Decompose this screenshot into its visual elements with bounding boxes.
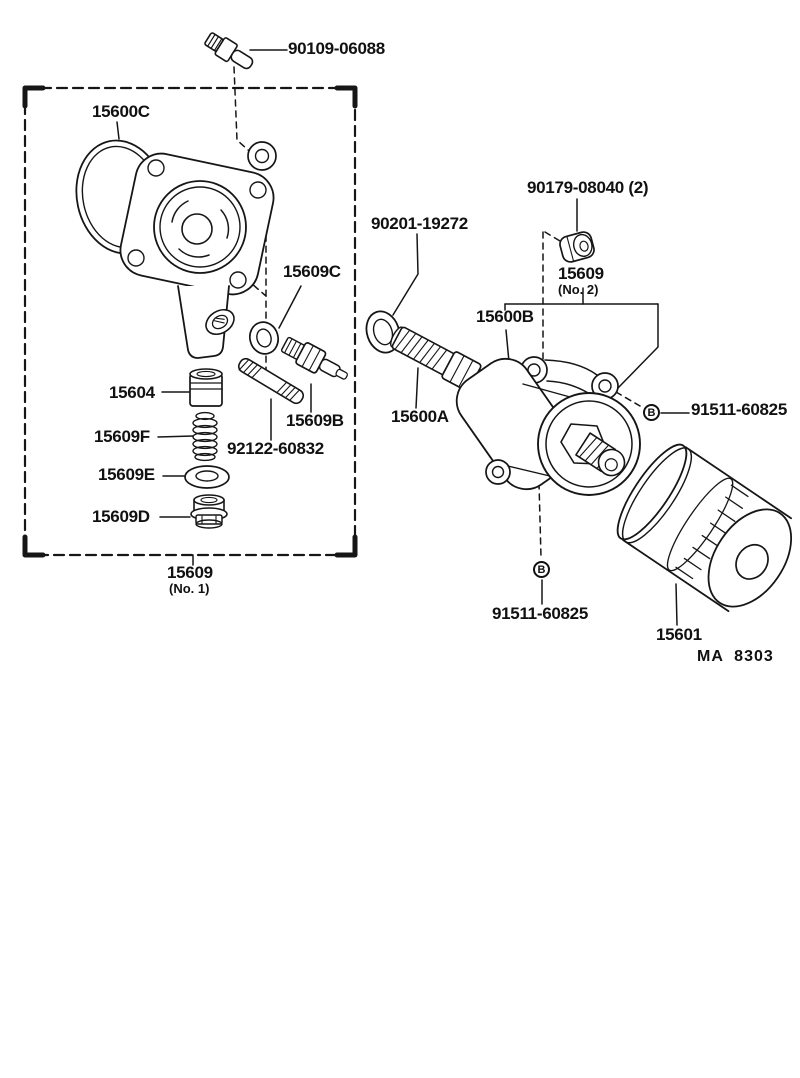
washer-e-art: [184, 465, 230, 489]
plug-d-art: [190, 494, 228, 529]
dashed-box: [22, 85, 358, 558]
figure-code: MA 8303: [697, 648, 774, 665]
label-15609-no1: 15609: [167, 563, 213, 582]
label-90201-19272: 90201-19272: [371, 214, 468, 233]
stud-art: [237, 357, 305, 405]
pump-body-art: [119, 141, 277, 359]
label-15609-no2-sub: (No. 2): [558, 282, 599, 297]
b-marker-right: B: [643, 404, 660, 421]
bracket-art: [455, 356, 641, 496]
label-15609c: 15609C: [283, 262, 341, 281]
label-15609e: 15609E: [98, 465, 155, 484]
spring-art: [192, 411, 218, 462]
gasket-c-art: [249, 321, 279, 355]
b-marker-bottom: B: [533, 561, 550, 578]
label-90179-08040: 90179-08040 (2): [527, 178, 649, 197]
label-15601: 15601: [656, 625, 702, 644]
label-15600a: 15600A: [391, 407, 449, 426]
label-92122-60832: 92122-60832: [227, 439, 324, 458]
label-15609d: 15609D: [92, 507, 150, 526]
label-15609-no2: 15609: [558, 264, 604, 283]
label-90109-06088: 90109-06088: [288, 39, 385, 58]
bolt-art: [204, 32, 254, 70]
label-15609f: 15609F: [94, 427, 150, 446]
switch-b-art: [280, 336, 348, 380]
solid-leaders: [116, 49, 690, 626]
label-15609b: 15609B: [286, 411, 344, 430]
oil-filter-art: [616, 443, 793, 613]
valve-piston-art: [189, 368, 223, 407]
label-15600b: 15600B: [476, 307, 534, 326]
label-15609-no1-sub: (No. 1): [169, 581, 210, 596]
label-91511-right: 91511-60825: [691, 400, 787, 419]
label-15600c: 15600C: [92, 102, 150, 121]
label-15604: 15604: [109, 383, 155, 402]
label-91511-bottom: 91511-60825: [492, 604, 588, 623]
nut-art: [559, 231, 595, 263]
